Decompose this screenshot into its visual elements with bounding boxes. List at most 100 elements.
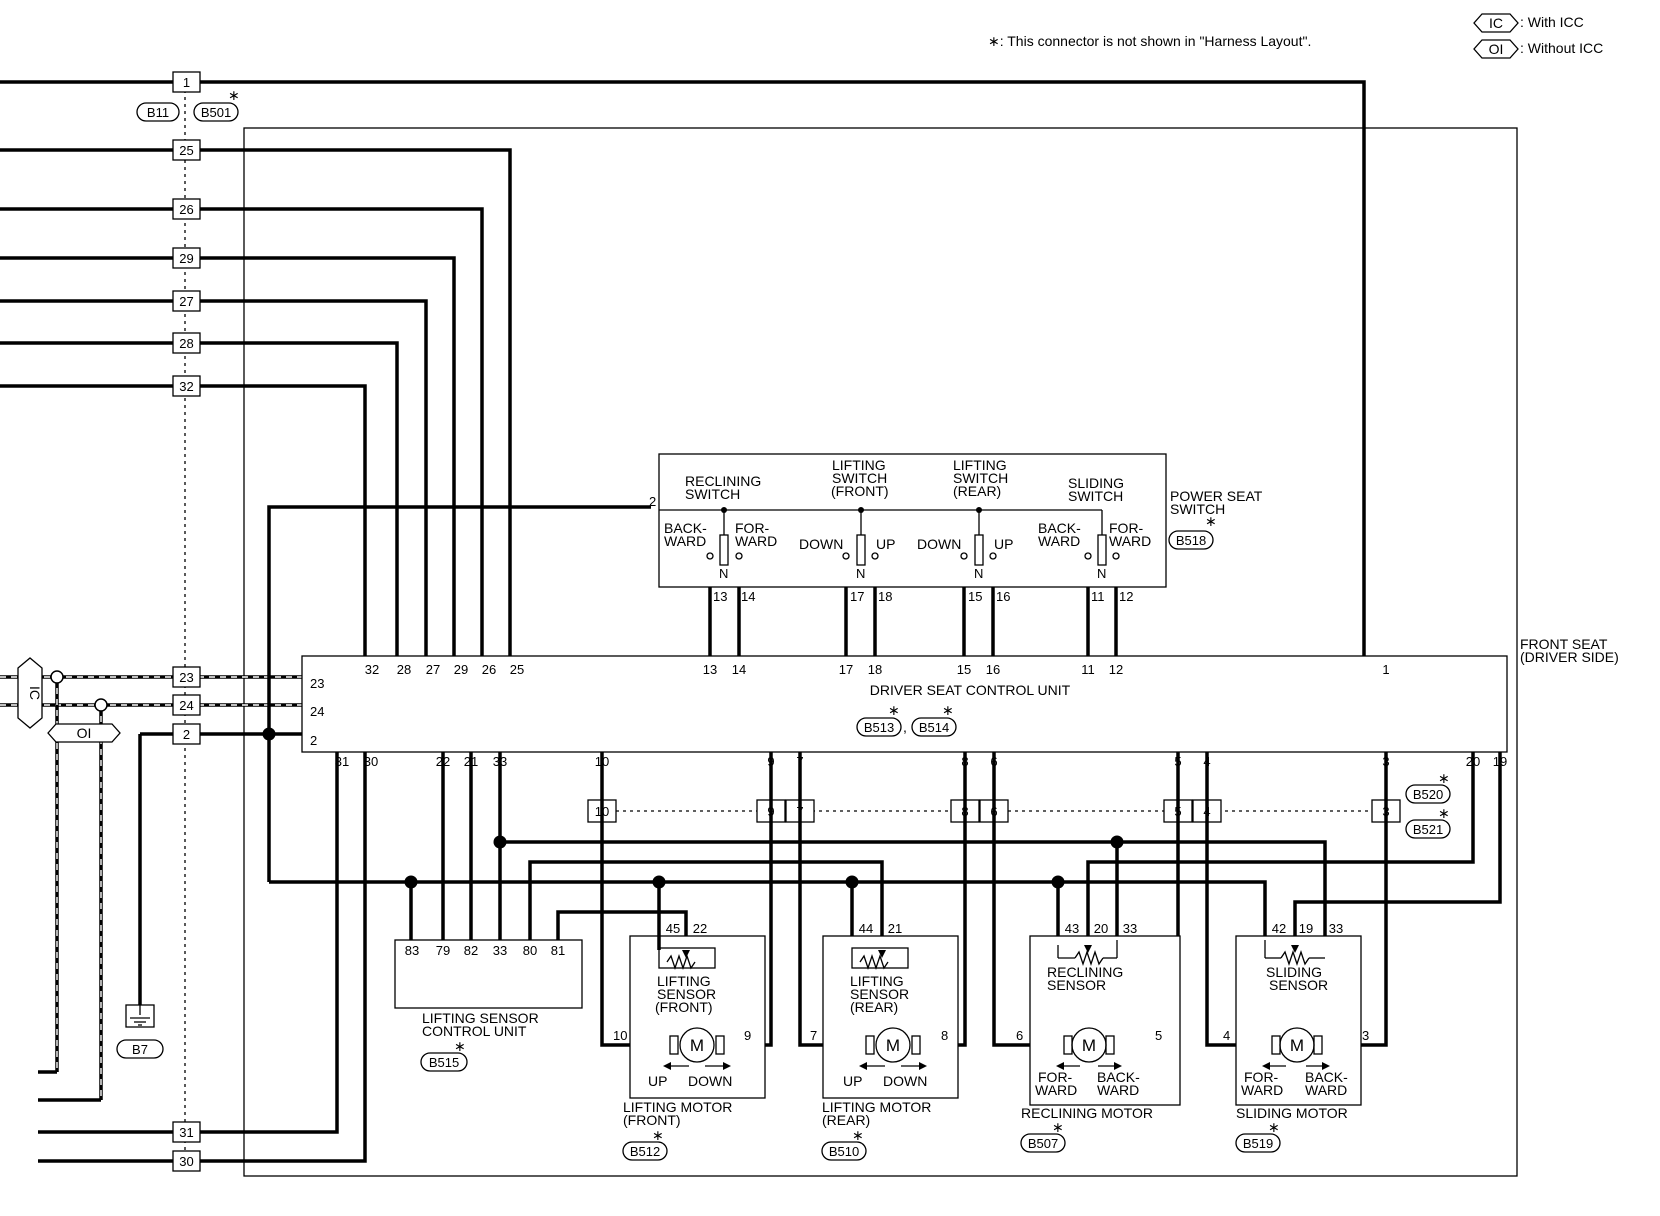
svg-text:∗: ∗ xyxy=(454,1038,466,1054)
svg-text:M: M xyxy=(1290,1036,1304,1055)
svg-text:BACK-: BACK- xyxy=(664,520,707,536)
svg-text:UP: UP xyxy=(648,1073,667,1089)
svg-text:2: 2 xyxy=(183,727,190,742)
svg-text:∗: ∗ xyxy=(652,1127,664,1143)
svg-text:(FRONT): (FRONT) xyxy=(831,483,889,499)
svg-text:81: 81 xyxy=(551,943,565,958)
svg-text:7: 7 xyxy=(810,1028,817,1043)
svg-text:27: 27 xyxy=(179,294,193,309)
svg-text:45: 45 xyxy=(666,921,680,936)
ground-bus xyxy=(262,505,1065,889)
svg-text:12: 12 xyxy=(1119,589,1133,604)
lifting-motor-front: 45 22 LIFTING SENSOR (FRONT) 10 9 M UP D… xyxy=(613,921,766,1161)
svg-text:WARD: WARD xyxy=(1038,533,1080,549)
oi-legend-code: OI xyxy=(1489,41,1504,57)
svg-text:26: 26 xyxy=(482,662,496,677)
svg-text:BACK-: BACK- xyxy=(1038,520,1081,536)
connector-b507: B507 xyxy=(1028,1136,1058,1151)
svg-text:M: M xyxy=(690,1036,704,1055)
ic-tag-left-code: IC xyxy=(27,686,43,700)
svg-text:80: 80 xyxy=(523,943,537,958)
ic-legend-tag xyxy=(1473,13,1519,33)
svg-text:13: 13 xyxy=(703,662,717,677)
svg-text:WARD: WARD xyxy=(1035,1082,1077,1098)
svg-text:83: 83 xyxy=(405,943,419,958)
svg-text:FOR-: FOR- xyxy=(735,520,770,536)
svg-text:SENSOR: SENSOR xyxy=(850,986,909,1002)
svg-text:21: 21 xyxy=(888,921,902,936)
connector-b521: B521 xyxy=(1413,822,1443,837)
svg-text:27: 27 xyxy=(426,662,440,677)
svg-text:DOWN: DOWN xyxy=(883,1073,927,1089)
svg-text:20: 20 xyxy=(1094,921,1108,936)
connector-b513: B513 xyxy=(864,720,894,735)
power-seat-switch: 2 POWER SEAT SWITCH ∗ B518 RECLINING SWI… xyxy=(649,453,1263,604)
svg-text:31: 31 xyxy=(179,1125,193,1140)
oi-tag-left-code: OI xyxy=(77,725,92,741)
svg-text:(REAR): (REAR) xyxy=(953,483,1001,499)
svg-text:WARD: WARD xyxy=(735,533,777,549)
legend: ∗: This connector is not shown in "Harne… xyxy=(988,13,1603,59)
svg-text:14: 14 xyxy=(741,589,755,604)
svg-text:42: 42 xyxy=(1272,921,1286,936)
connector-b519: B519 xyxy=(1243,1136,1273,1151)
lifting-sensor-control-unit: 83 79 82 33 80 81 LIFTING SENSOR CONTROL… xyxy=(394,939,583,1072)
svg-text:FOR-: FOR- xyxy=(1038,1069,1073,1085)
connector-b515: B515 xyxy=(429,1055,459,1070)
svg-text:∗: ∗ xyxy=(852,1127,864,1143)
svg-text:23: 23 xyxy=(310,676,324,691)
svg-text:14: 14 xyxy=(732,662,746,677)
svg-text:31: 31 xyxy=(335,754,349,769)
connector-b501: B501 xyxy=(201,105,231,120)
svg-text:15: 15 xyxy=(968,589,982,604)
oi-legend-tag xyxy=(1473,39,1519,59)
svg-text:22: 22 xyxy=(693,921,707,936)
power-seat-switch-title-1: POWER SEAT xyxy=(1170,488,1263,504)
svg-text:∗: ∗ xyxy=(942,702,954,718)
connector-b512: B512 xyxy=(630,1144,660,1159)
dscu-title: DRIVER SEAT CONTROL UNIT xyxy=(870,682,1071,698)
svg-text:RECLINING: RECLINING xyxy=(1047,964,1123,980)
svg-text:∗: ∗ xyxy=(888,702,900,718)
connector-b7: B7 xyxy=(132,1042,148,1057)
ic-tag-left xyxy=(17,657,43,729)
svg-text:16: 16 xyxy=(986,662,1000,677)
svg-text:SENSOR: SENSOR xyxy=(657,986,716,1002)
svg-text:11: 11 xyxy=(1081,662,1095,677)
svg-text:24: 24 xyxy=(310,704,324,719)
svg-text:1: 1 xyxy=(1382,662,1389,677)
svg-text:6: 6 xyxy=(1016,1028,1023,1043)
front-seat-label-1: FRONT SEAT xyxy=(1520,636,1608,652)
svg-text:WARD: WARD xyxy=(1305,1082,1347,1098)
connector-b520: B520 xyxy=(1413,787,1443,802)
svg-text:∗: ∗ xyxy=(1268,1119,1280,1135)
oi-tag-left xyxy=(47,723,121,743)
svg-text:5: 5 xyxy=(1155,1028,1162,1043)
svg-text:43: 43 xyxy=(1065,921,1079,936)
lscu-label-2: CONTROL UNIT xyxy=(422,1023,527,1039)
lift-motor-front-name-2: (FRONT) xyxy=(623,1112,681,1128)
driver-seat-control-unit: DRIVER SEAT CONTROL UNIT B513 ∗ , B514 ∗… xyxy=(301,655,1508,769)
svg-text:LIFTING: LIFTING xyxy=(832,457,886,473)
svg-text:2: 2 xyxy=(310,733,317,748)
svg-text:UP: UP xyxy=(843,1073,862,1089)
svg-text:FOR-: FOR- xyxy=(1109,520,1144,536)
svg-text:(FRONT): (FRONT) xyxy=(655,999,713,1015)
svg-text:13: 13 xyxy=(713,589,727,604)
lift-motor-rear-name-1: LIFTING MOTOR xyxy=(822,1099,931,1115)
svg-text:LIFTING: LIFTING xyxy=(850,973,904,989)
svg-text:17: 17 xyxy=(850,589,864,604)
svg-text:32: 32 xyxy=(365,662,379,677)
svg-text:N: N xyxy=(1097,566,1106,581)
lift-motor-rear-name-2: (REAR) xyxy=(822,1112,870,1128)
svg-text:FOR-: FOR- xyxy=(1244,1069,1279,1085)
svg-text:79: 79 xyxy=(436,943,450,958)
svg-text:18: 18 xyxy=(868,662,882,677)
svg-text:SLIDING: SLIDING xyxy=(1068,475,1124,491)
lifting-motor-rear: 44 21 LIFTING SENSOR (REAR) 7 8 M UP DOW… xyxy=(810,921,959,1161)
svg-text:DOWN: DOWN xyxy=(917,536,961,552)
svg-text:N: N xyxy=(856,566,865,581)
svg-text:,: , xyxy=(903,719,907,735)
svg-text:82: 82 xyxy=(464,943,478,958)
